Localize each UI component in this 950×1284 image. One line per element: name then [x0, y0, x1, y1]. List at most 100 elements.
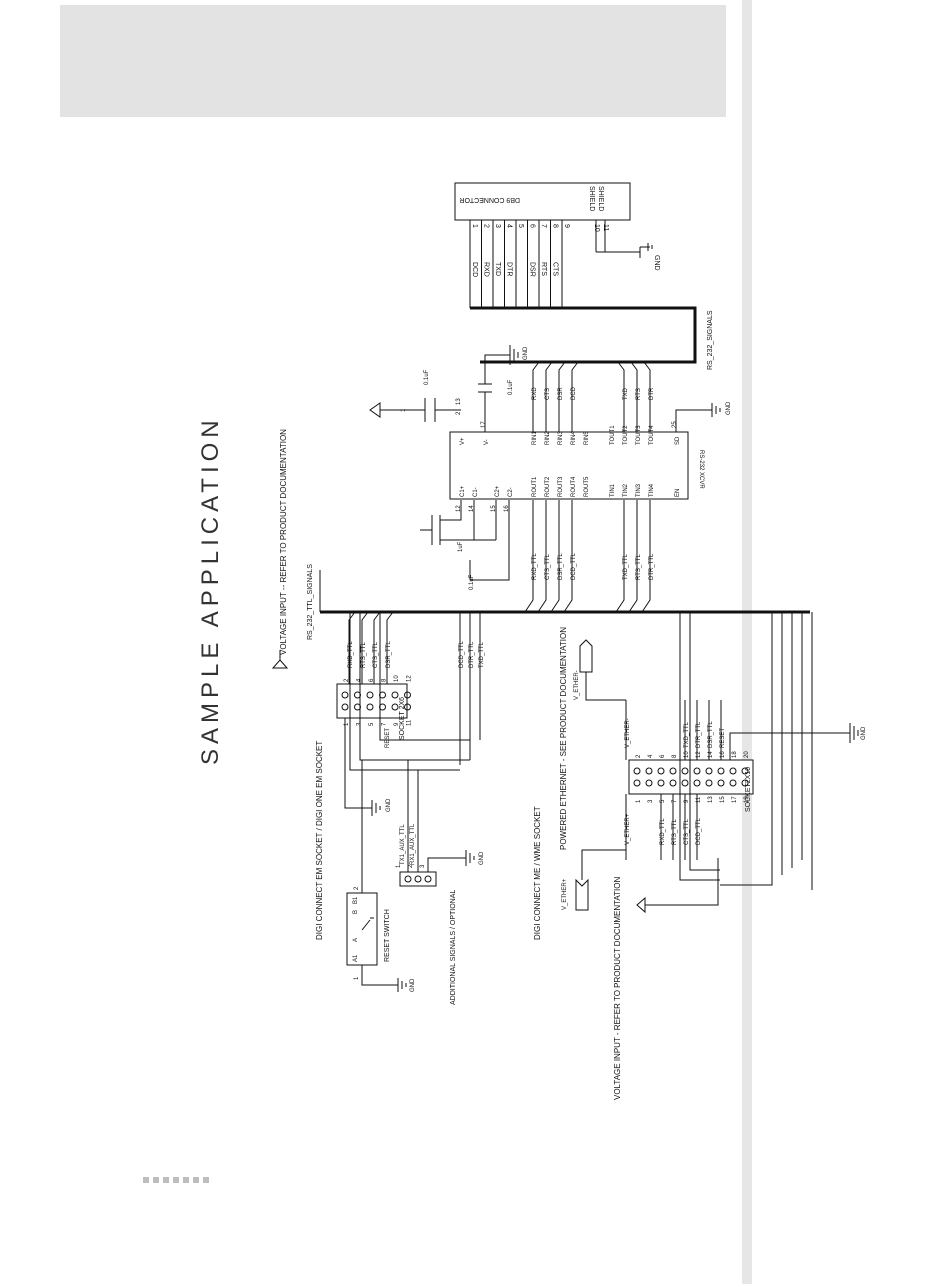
xcvr-left-pin: TIN2 — [623, 483, 629, 497]
ttl-in-label: RXD_TTL — [532, 553, 538, 580]
socket-line — [348, 611, 356, 684]
db9-pin-number: 2 — [483, 224, 490, 228]
return-lines — [679, 612, 813, 890]
xcvr-right-pin: TOUT2 — [623, 425, 629, 445]
voltage-input-top-arrow — [271, 650, 289, 669]
socket-pin-number: 12 — [407, 675, 413, 682]
socket-signal-label: TXD_TTL — [479, 641, 485, 668]
socket-pin-number: 11 — [696, 796, 702, 803]
socket-pin — [681, 779, 689, 787]
xcvr-title: RS-232 XCVR — [698, 450, 704, 489]
svg-text:16: 16 — [504, 505, 510, 512]
rs232-line — [545, 361, 553, 432]
svg-text:0.1uF: 0.1uF — [469, 574, 475, 590]
db9-pin-number: 8 — [552, 224, 559, 228]
rs232-bus — [470, 306, 697, 364]
db9-signal-label: TXD — [494, 262, 501, 276]
ttl-out-label: DTR_TTL — [649, 553, 655, 580]
xcvr-left-pin: ROUT2 — [545, 476, 551, 497]
xcvr-right-pin: SD — [675, 436, 681, 445]
rs232-line — [617, 361, 625, 432]
socket-pin — [366, 691, 374, 699]
xcvr-left-pin: ROUT3 — [558, 476, 564, 497]
socket-pin-number: 14 — [708, 751, 714, 758]
socket-pin — [741, 779, 749, 787]
db9-signal-label: RTS — [540, 262, 547, 276]
svg-text:B1: B1 — [353, 896, 359, 904]
svg-text:SHIELD: SHIELD — [588, 186, 595, 211]
socket-pin-number: 7 — [672, 799, 678, 803]
socket-pin-number: 5 — [660, 799, 666, 803]
socket-pin — [693, 767, 701, 775]
socket-pin — [341, 691, 349, 699]
xcvr-right-pin: TOUT4 — [649, 425, 655, 445]
socket-pin — [669, 767, 677, 775]
socket-pin — [404, 691, 411, 699]
svg-text:SOCKET2X10: SOCKET2X10 — [745, 767, 752, 812]
xcvr-right-pin: RIN3 — [558, 431, 564, 445]
db9-pin-number: 1 — [471, 224, 478, 228]
socket-pin-number: 8 — [672, 754, 678, 758]
svg-text:RX1_AUX_TTL: RX1_AUX_TTL — [410, 823, 416, 865]
charge-pump-capacitors: 1 0.1uF 13 2 17 0.1uF GND 12 14 1uF 15 1… — [369, 345, 732, 590]
xcvr-left-pin: ROUT4 — [571, 476, 577, 497]
socket-pin-number: 16 — [720, 751, 726, 758]
svg-text:25: 25 — [672, 421, 678, 428]
svg-text:GND: GND — [479, 851, 485, 865]
page-title: SAMPLE APPLICATION — [197, 415, 224, 765]
svg-text:17: 17 — [481, 421, 487, 428]
page-dot — [183, 1177, 189, 1183]
page-dot — [193, 1177, 199, 1183]
svg-text:SHIELD: SHIELD — [597, 186, 604, 211]
socket-signal-label: DCD_TTL — [459, 640, 465, 668]
ttl-line — [641, 500, 651, 613]
svg-text:2: 2 — [354, 886, 360, 890]
socket-pin — [669, 779, 677, 787]
socket-pin-number: 18 — [732, 751, 738, 758]
socket-bottom-signal: RTS_TTL — [672, 818, 678, 845]
socket-pin-number: 6 — [660, 754, 666, 758]
svg-text:1: 1 — [354, 976, 360, 980]
socket-pin-number: 3 — [648, 799, 654, 803]
rs232-input-label: DCD — [571, 386, 577, 400]
socket-pin — [391, 691, 399, 699]
ttl-in-label: DSR_TTL — [558, 553, 564, 580]
socket-pin — [366, 703, 374, 711]
socket-pin-number: 20 — [744, 751, 750, 758]
socket-bottom-signal: CTS_TTL — [684, 818, 690, 845]
rs232-line — [558, 361, 566, 432]
socket-pin-number: 1 — [636, 799, 642, 803]
db9-pin-number: 5 — [517, 224, 524, 228]
socket-pin — [705, 779, 713, 787]
db9-signal-label: CTS — [552, 262, 559, 276]
socket6-return-lines — [349, 612, 481, 771]
socket-top-signal: V_ETHER- — [625, 718, 631, 748]
xcvr-right-pin: RIN2 — [545, 431, 551, 445]
aux-header: 1 2 3 TX1_AUX_TTL RX1_AUX_TTL GND ADDITI… — [396, 760, 485, 1005]
ttl-out-label: TXD_TTL — [623, 553, 629, 580]
socket-pin-number: 13 — [708, 796, 714, 803]
rs232-line — [571, 361, 579, 432]
socket-signal-label: CTS_TTL — [373, 641, 379, 668]
db9-signal-label: DTR — [506, 262, 513, 276]
db9-signal-label: DSR — [529, 262, 536, 277]
svg-text:0.1uF: 0.1uF — [424, 369, 430, 385]
socket-pin-number: 10 — [684, 751, 690, 758]
ttl-line — [628, 500, 638, 613]
header-band — [60, 5, 726, 117]
additional-signals-label: ADDITIONAL SIGNALS / OPTIONAL — [450, 890, 457, 1005]
svg-text:2: 2 — [408, 864, 414, 868]
voltage-input-bottom: VOLTAGE INPUT - REFER TO PRODUCT DOCUMEN… — [613, 877, 622, 1101]
socket-pin-number: 9 — [684, 799, 690, 803]
socket-pin-number: 6 — [369, 678, 375, 682]
svg-text:15: 15 — [491, 505, 497, 512]
page-indicator — [143, 1177, 209, 1183]
svg-text:14: 14 — [469, 505, 475, 512]
socket-pin-number: 10 — [394, 675, 400, 682]
socket-pin-number: 15 — [720, 796, 726, 803]
xcvr-right-pin: TOUT1 — [610, 425, 616, 445]
db9-signal-label: RXD — [483, 262, 490, 277]
socket-pin — [391, 703, 399, 711]
